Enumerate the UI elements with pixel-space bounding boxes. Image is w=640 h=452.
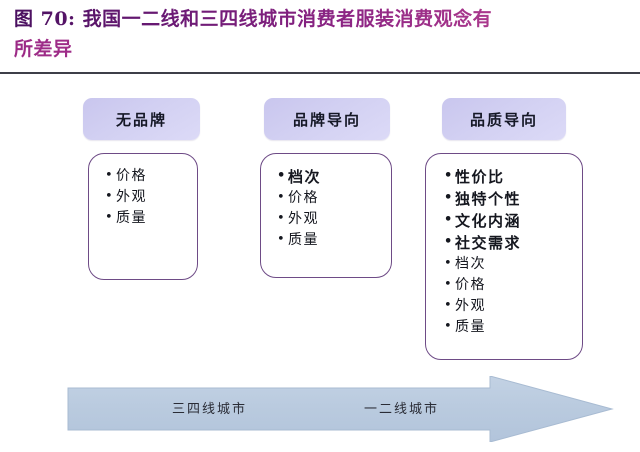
- list-item: 价格: [444, 274, 521, 296]
- column-body-brand-oriented: 档次 价格 外观 质量: [260, 153, 392, 278]
- bullet-list-quality-oriented: 性价比 独特个性 文化内涵 社交需求 档次 价格 外观 质量: [444, 165, 521, 338]
- list-item: 质量: [105, 207, 147, 229]
- arrow-label-tier34: 三四线城市: [172, 402, 248, 417]
- column-body-quality-oriented: 性价比 独特个性 文化内涵 社交需求 档次 价格 外观 质量: [425, 153, 583, 360]
- progression-arrow: 三四线城市 一二线城市: [66, 376, 614, 442]
- list-item: 外观: [105, 186, 147, 208]
- figure-title-line-2: 所差异: [14, 34, 626, 64]
- bullet-list-brand-oriented: 档次 价格 外观 质量: [277, 165, 321, 251]
- list-item: 质量: [444, 316, 521, 338]
- title-divider-rule: [0, 72, 640, 74]
- list-item: 档次: [277, 165, 321, 188]
- bullet-list-no-brand: 价格 外观 质量: [105, 165, 147, 229]
- column-header-brand-oriented: 品牌导向: [264, 98, 390, 140]
- column-body-no-brand: 价格 外观 质量: [88, 153, 198, 280]
- list-item: 独特个性: [444, 187, 521, 210]
- list-item: 价格: [105, 165, 147, 187]
- column-header-label: 品质导向: [469, 110, 538, 129]
- column-header-no-brand: 无品牌: [83, 98, 200, 140]
- list-item: 质量: [277, 229, 321, 251]
- list-item: 文化内涵: [444, 209, 521, 232]
- arrow-label-tier12: 一二线城市: [364, 402, 440, 417]
- right-arrow-icon: [67, 376, 614, 442]
- column-header-quality-oriented: 品质导向: [442, 98, 566, 140]
- list-item: 性价比: [444, 165, 521, 188]
- list-item: 社交需求: [444, 231, 521, 254]
- column-header-label: 品牌导向: [292, 110, 361, 129]
- list-item: 价格: [277, 187, 321, 209]
- column-header-label: 无品牌: [115, 110, 167, 129]
- list-item: 档次: [444, 253, 521, 275]
- list-item: 外观: [277, 208, 321, 230]
- list-item: 外观: [444, 295, 521, 317]
- figure-title: 图 70: 我国一二线和三四线城市消费者服装消费观念有 所差异: [14, 4, 626, 64]
- figure-title-line-1: 图 70: 我国一二线和三四线城市消费者服装消费观念有: [14, 4, 626, 34]
